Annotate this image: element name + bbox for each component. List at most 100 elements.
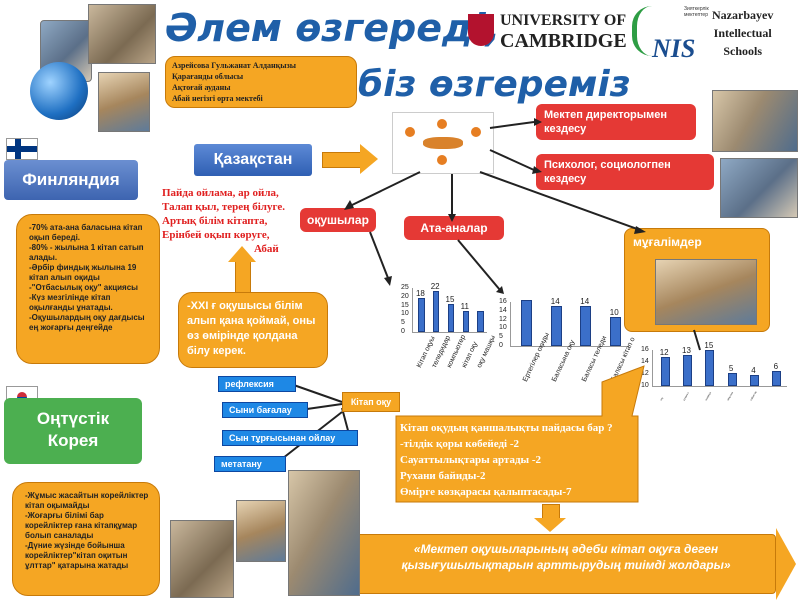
reflection-tag: рефлексия (218, 376, 296, 392)
chart-data-label: 18 (415, 289, 425, 299)
school-building-photo (88, 4, 156, 64)
chart-y-tick: 16 (641, 346, 649, 353)
korea-fact: -Дүние жүзінде бойынша корейліктер"кітап… (25, 541, 129, 570)
finland-fact: -Оқушылардың оқу дағдысы ең жоғарғы деңг… (29, 313, 145, 332)
chart-y-tick: 0 (499, 342, 503, 349)
chart-bar (609, 316, 621, 346)
arrow-down-shaft (542, 504, 560, 519)
meeting-icon (392, 112, 494, 174)
chart-y-tick: 12 (641, 370, 649, 377)
teachers-group-box: мұғалімдер (624, 228, 770, 332)
korea-fact: -Жоғарғы білімі бар корейліктер ғана кіт… (25, 511, 138, 540)
chart-bar (772, 370, 782, 386)
teachers-photo (655, 259, 757, 325)
chart-y-tick: 14 (499, 306, 507, 314)
chart-bar (750, 375, 759, 386)
family-reading-photo (288, 470, 360, 596)
author-school: Абай негізгі орта мектебі (172, 94, 263, 103)
books-photo (170, 520, 234, 598)
chart-bar (477, 310, 484, 332)
kazakhstan-label: Қазақстан (194, 144, 312, 176)
finland-fact: -Күз мезгілінде кітап оқылғанды ұнатады. (29, 293, 113, 312)
teacher-photo-woman (98, 72, 150, 132)
chart-bar (580, 305, 592, 346)
nis-logo-icon (632, 6, 665, 56)
chart-data-label: 22 (430, 282, 440, 292)
chart-y-tick: 12 (499, 315, 507, 323)
chart-bar (705, 350, 715, 386)
meeting-photo (720, 158, 798, 218)
chart-data-label: 6 (773, 361, 779, 371)
title-line2: біз өзгереміз (358, 64, 631, 105)
chart-y-tick: 14 (641, 358, 649, 365)
chart-data-label: 15 (704, 341, 714, 351)
finland-fact: -"Отбасылық оқу" акциясы (29, 283, 139, 292)
chart-x-label: пікірталь (727, 391, 735, 402)
chart-bar (447, 303, 455, 332)
chart-data-label: 5 (728, 363, 734, 373)
benefits-arrow-shape (395, 365, 645, 503)
psychologist-meeting-box: Психолог, социологпен кездесу (536, 154, 714, 190)
chart-bar (683, 354, 692, 386)
teachers-label: мұғалімдер (633, 235, 702, 249)
nazarbayev-logo-text: Nazarbayev Intellectual Schools (712, 8, 774, 58)
reading-tag: Кітап оқу (342, 392, 400, 412)
conclusion-box: «Мектеп оқушыларының әдеби кітап оқуға д… (356, 534, 776, 594)
chart-y-tick: 16 (499, 298, 507, 305)
author-box: Азрейсова Гульжанат Алданқызы Қарағанды … (165, 56, 357, 108)
chart-y-tick: 25 (401, 284, 409, 291)
chart-y-tick: 20 (401, 292, 409, 300)
globe-image (30, 62, 88, 120)
reading-photo (236, 500, 286, 562)
chart-bar (727, 372, 737, 386)
finland-fact: -Әрбір финдық жылына 19 кітап алып оқиды (29, 263, 137, 282)
korea-label: Оңтүстік Корея (4, 398, 142, 464)
arrow-right-icon (322, 152, 364, 168)
chart-data-label: 14 (550, 296, 560, 306)
chart-y-tick: 10 (401, 310, 409, 318)
author-name: Азрейсова Гульжанат Алданқызы (172, 61, 296, 70)
arrow-up-icon (228, 246, 256, 262)
conclusion-arrow-head-icon (776, 528, 796, 600)
chart-data-label: 11 (460, 301, 469, 311)
chart-bar (660, 357, 670, 386)
chart-y-tick: 5 (499, 333, 503, 341)
korea-fact: -Жұмыс жасайтын корейліктер кітап оқымай… (25, 491, 149, 510)
title-line1: Әлем өзгереді, (165, 6, 501, 50)
assessment-tag: Сыни бағалау (222, 402, 308, 418)
author-region: Қарағанды облысы (172, 72, 244, 81)
arrow-down-icon (534, 518, 566, 532)
cambridge-logo-text: UNIVERSITY OF CAMBRIDGE (500, 12, 627, 52)
chart-data-label: 13 (682, 345, 691, 355)
xxi-century-box: -XXI ғ оқушысы білім алып қана қоймай, о… (178, 292, 328, 368)
cambridge-crest-icon (468, 14, 494, 46)
chart-data-label: 4 (751, 366, 756, 375)
parents-group-box: Ата-аналар (404, 216, 504, 240)
korea-facts-box: -Жұмыс жасайтын корейліктер кітап оқымай… (12, 482, 160, 596)
chart-x-label: конфере (704, 391, 712, 402)
chart-bar (550, 305, 562, 346)
finland-label: Финляндия (4, 160, 138, 200)
chart-x-label: рухани к (682, 391, 690, 402)
finland-fact: -80% - жылына 1 кітап сатып алады. (29, 243, 144, 262)
chart-y-tick: 15 (401, 301, 409, 309)
students-group-box: оқушылар (300, 208, 376, 232)
chart-bar (432, 291, 440, 332)
benefits-text: Кітап оқудың қаншалықты пайдасы бар ? -т… (400, 422, 613, 498)
chart-x-label: оқу (660, 396, 665, 402)
arrow-up-shaft (235, 262, 251, 293)
chart-y-tick: 10 (499, 324, 507, 332)
nis-small-text: Зияткерлік мектептер (684, 6, 709, 18)
chart-bar (521, 300, 533, 346)
chart-bar (418, 298, 425, 332)
finland-flag-icon (6, 138, 38, 160)
chart-data-label: 10 (609, 307, 619, 317)
chart-bar (462, 310, 470, 332)
chart-data-label: 14 (580, 296, 590, 306)
chart-data-label: 15 (445, 294, 455, 304)
